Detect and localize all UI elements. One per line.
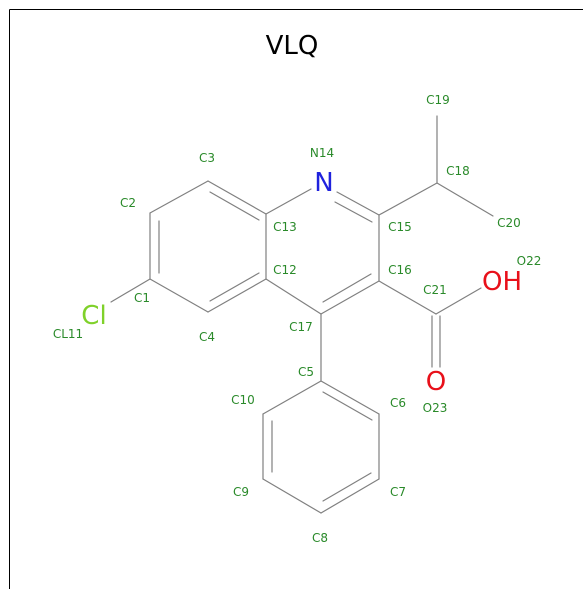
bond-c3-c2: [149, 180, 209, 214]
atom-label-c20: C20: [497, 216, 521, 230]
bond-c3-c13-inner: [209, 191, 260, 221]
bond-n14-c15-inner: [334, 201, 373, 223]
carbonyl-oxygen-atom-symbol: O: [426, 367, 446, 397]
bond-c7-c8-inner: [322, 472, 372, 502]
bond-c16-c17: [320, 280, 380, 315]
atom-label-c1: C1: [134, 291, 150, 305]
bonds: [110, 115, 494, 514]
bond-c18-c20: [436, 182, 494, 217]
molecule-diagram: VLQ: [9, 9, 583, 589]
bond-c13-n14: [265, 188, 312, 215]
molecule-frame: VLQ: [9, 9, 583, 589]
bond-c4-c12-inner: [209, 272, 260, 302]
molecule-title: VLQ: [266, 31, 319, 61]
atom-label-c4: C4: [199, 330, 215, 344]
bond-c8-c9: [262, 478, 322, 514]
atom-labels: C1 C2 C3 C4 C5 C6 C7 C8 C9 C10 CL11 C12 …: [53, 93, 542, 545]
atom-label-o22: O22: [517, 254, 542, 268]
atom-label-c13: C13: [273, 220, 297, 234]
atom-label-c9: C9: [233, 485, 249, 499]
bond-c16-c21: [378, 280, 437, 315]
atom-label-c7: C7: [390, 485, 406, 499]
bond-c3-c13: [207, 180, 267, 215]
atom-label-c10: C10: [231, 393, 255, 407]
atom-label-c19: C19: [426, 93, 450, 107]
bond-n14-c15: [336, 191, 380, 216]
atom-label-c12: C12: [273, 263, 297, 277]
bond-c10-c5: [262, 380, 322, 415]
atom-label-c5: C5: [298, 365, 314, 379]
bond-c4-c12: [207, 278, 267, 313]
atom-label-c18: C18: [446, 164, 470, 178]
bond-c7-c8: [320, 478, 380, 514]
atom-label-c21: C21: [423, 283, 447, 297]
bond-c5-c6: [320, 380, 380, 415]
chlorine-atom-symbol: Cl: [81, 301, 106, 331]
bond-c15-c18: [378, 182, 438, 216]
atom-label-cl11: CL11: [53, 327, 83, 341]
bond-c1-c4: [149, 278, 209, 313]
bond-c21-o22: [435, 287, 482, 315]
atom-label-c16: C16: [388, 263, 412, 277]
atom-label-o23: O23: [423, 401, 448, 415]
bond-c17-c12: [265, 278, 322, 315]
bond-c16-c17-inner: [322, 273, 372, 303]
atom-label-c15: C15: [388, 220, 412, 234]
bond-c5-c6-inner: [322, 391, 373, 421]
hydroxyl-atom-symbol: OH: [482, 267, 522, 297]
atom-label-c6: C6: [390, 396, 406, 410]
atom-label-n14: N14: [310, 146, 334, 160]
atom-label-c8: C8: [312, 531, 328, 545]
nitrogen-atom-symbol: N: [314, 168, 333, 198]
atom-label-c2: C2: [120, 196, 136, 210]
atom-label-c3: C3: [199, 151, 215, 165]
atom-label-c17: C17: [289, 320, 313, 334]
bond-c1-cl11: [110, 278, 151, 303]
